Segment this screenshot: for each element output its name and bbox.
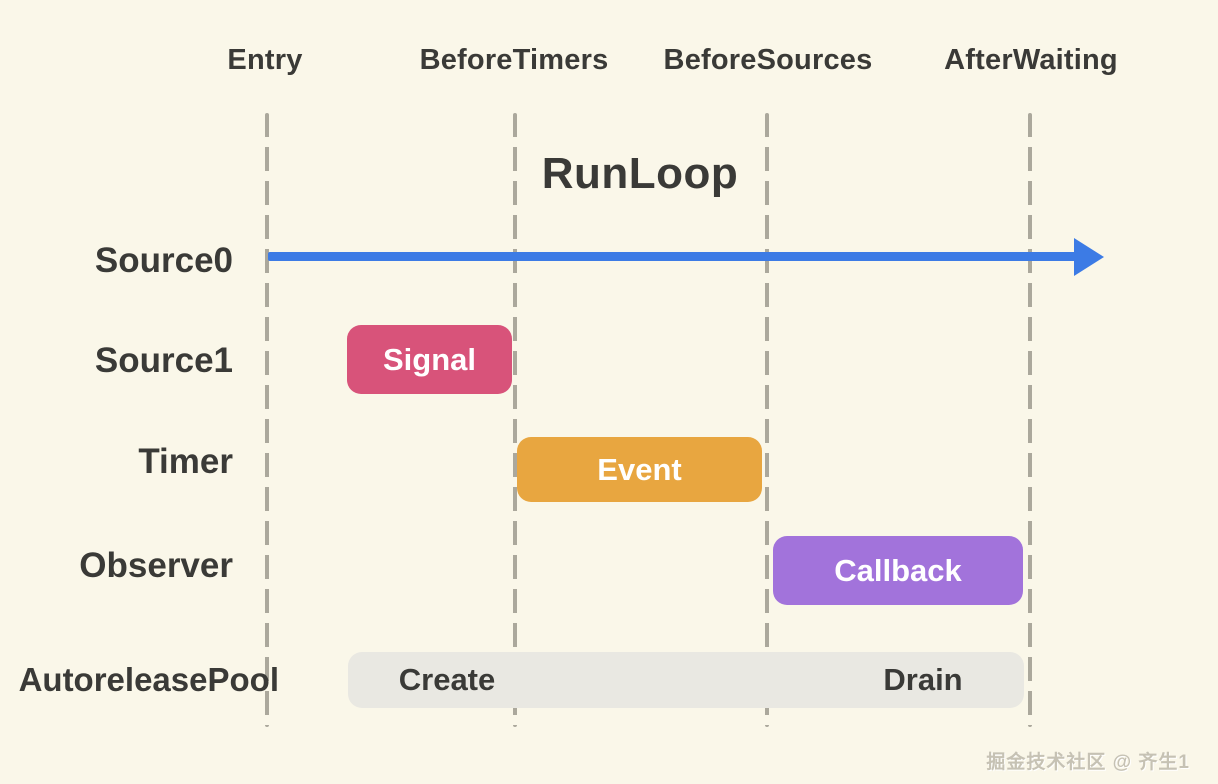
column-header-entry: Entry (227, 44, 303, 76)
dashed-line-beforesources (765, 113, 769, 727)
source0-timeline-line (268, 252, 1078, 261)
arrow-head-icon (1074, 238, 1104, 276)
row-label-observer: Observer (79, 546, 233, 585)
runloop-title: RunLoop (541, 149, 739, 198)
row-label-source1: Source1 (94, 341, 233, 380)
dashed-line-afterwaiting (1028, 113, 1032, 727)
autoreleasepool-bar: Create Drain (348, 652, 1024, 708)
row-label-source0: Source0 (94, 241, 233, 280)
dashed-line-entry (265, 113, 269, 727)
row-label-timer: Timer (138, 442, 233, 481)
column-header-afterwaiting: AfterWaiting (944, 44, 1118, 76)
event-badge: Event (517, 437, 762, 502)
watermark: 掘金技术社区 @ 齐生1 (986, 752, 1190, 773)
pool-create-label: Create (398, 662, 496, 697)
dashed-line-beforetimers (513, 113, 517, 727)
signal-badge: Signal (347, 325, 512, 394)
column-header-beforesources: BeforeSources (663, 44, 873, 76)
pool-drain-label: Drain (883, 662, 963, 697)
row-label-autoreleasepool: AutoreleasePool (18, 661, 279, 698)
column-header-beforetimers: BeforeTimers (419, 44, 609, 76)
callback-badge: Callback (773, 536, 1023, 605)
